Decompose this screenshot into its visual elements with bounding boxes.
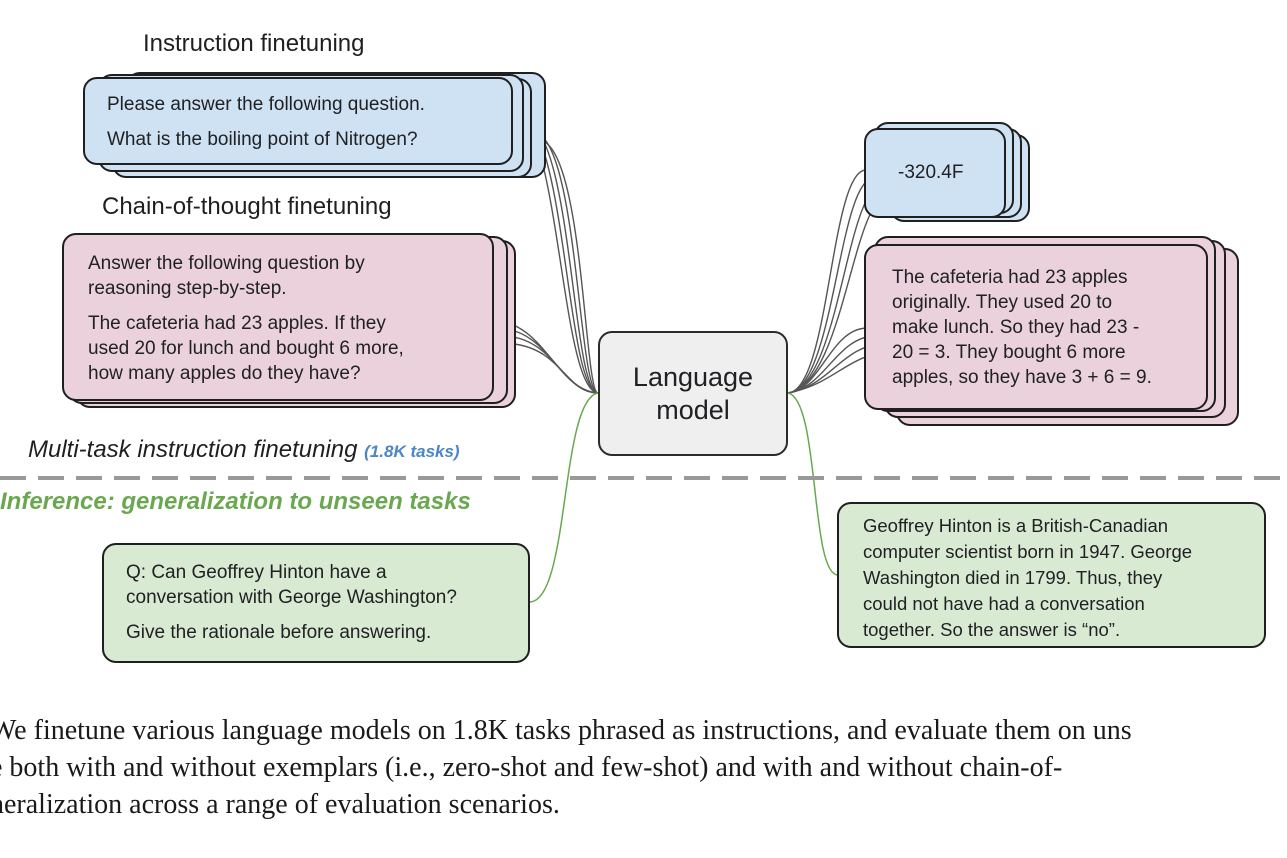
inference-output-text: Geoffrey Hinton is a British-Canadian co… [863,515,1193,640]
instruction-finetuning-label: Instruction finetuning [143,30,365,57]
caption-line-1: We finetune various language models on 1… [0,715,1132,746]
multitask-label-text: Multi-task instruction finetuning [28,436,358,463]
inference-output-card: Geoffrey Hinton is a British-Canadian co… [837,502,1266,648]
cot-input-line1: Answer the following question by reasoni… [88,253,365,299]
cot-output-card: The cafeteria had 23 apples originally. … [864,244,1208,410]
cot-input-line2: The cafeteria had 23 apples. If they use… [88,313,404,384]
figure-caption: We finetune various language models on 1… [0,712,1287,823]
inference-input-line2: Give the rationale before answering. [126,622,432,643]
instruction-output-card: -320.4F [864,128,1006,218]
language-model-box: Language model [598,331,788,456]
cot-output-text: The cafeteria had 23 apples originally. … [892,267,1152,388]
caption-line-2: e both with and without exemplars (i.e.,… [0,752,1063,783]
multitask-label: Multi-task instruction finetuning (1.8K … [28,436,460,464]
instruction-input-line2: What is the boiling point of Nitrogen? [107,129,418,150]
inference-label: Inference: generalization to unseen task… [0,488,471,515]
cot-finetuning-label: Chain-of-thought finetuning [102,193,392,220]
instruction-input-line1: Please answer the following question. [107,94,425,115]
inference-input-line1: Q: Can Geoffrey Hinton have a conversati… [126,562,457,608]
instruction-output-text: -320.4F [898,162,964,183]
cot-input-card: Answer the following question by reasoni… [62,233,494,401]
caption-line-3: neralization across a range of evaluatio… [0,789,560,820]
instruction-input-card: Please answer the following question. Wh… [83,77,513,165]
tasks-count-badge: (1.8K tasks) [364,442,460,461]
inference-input-card: Q: Can Geoffrey Hinton have a conversati… [102,543,530,663]
